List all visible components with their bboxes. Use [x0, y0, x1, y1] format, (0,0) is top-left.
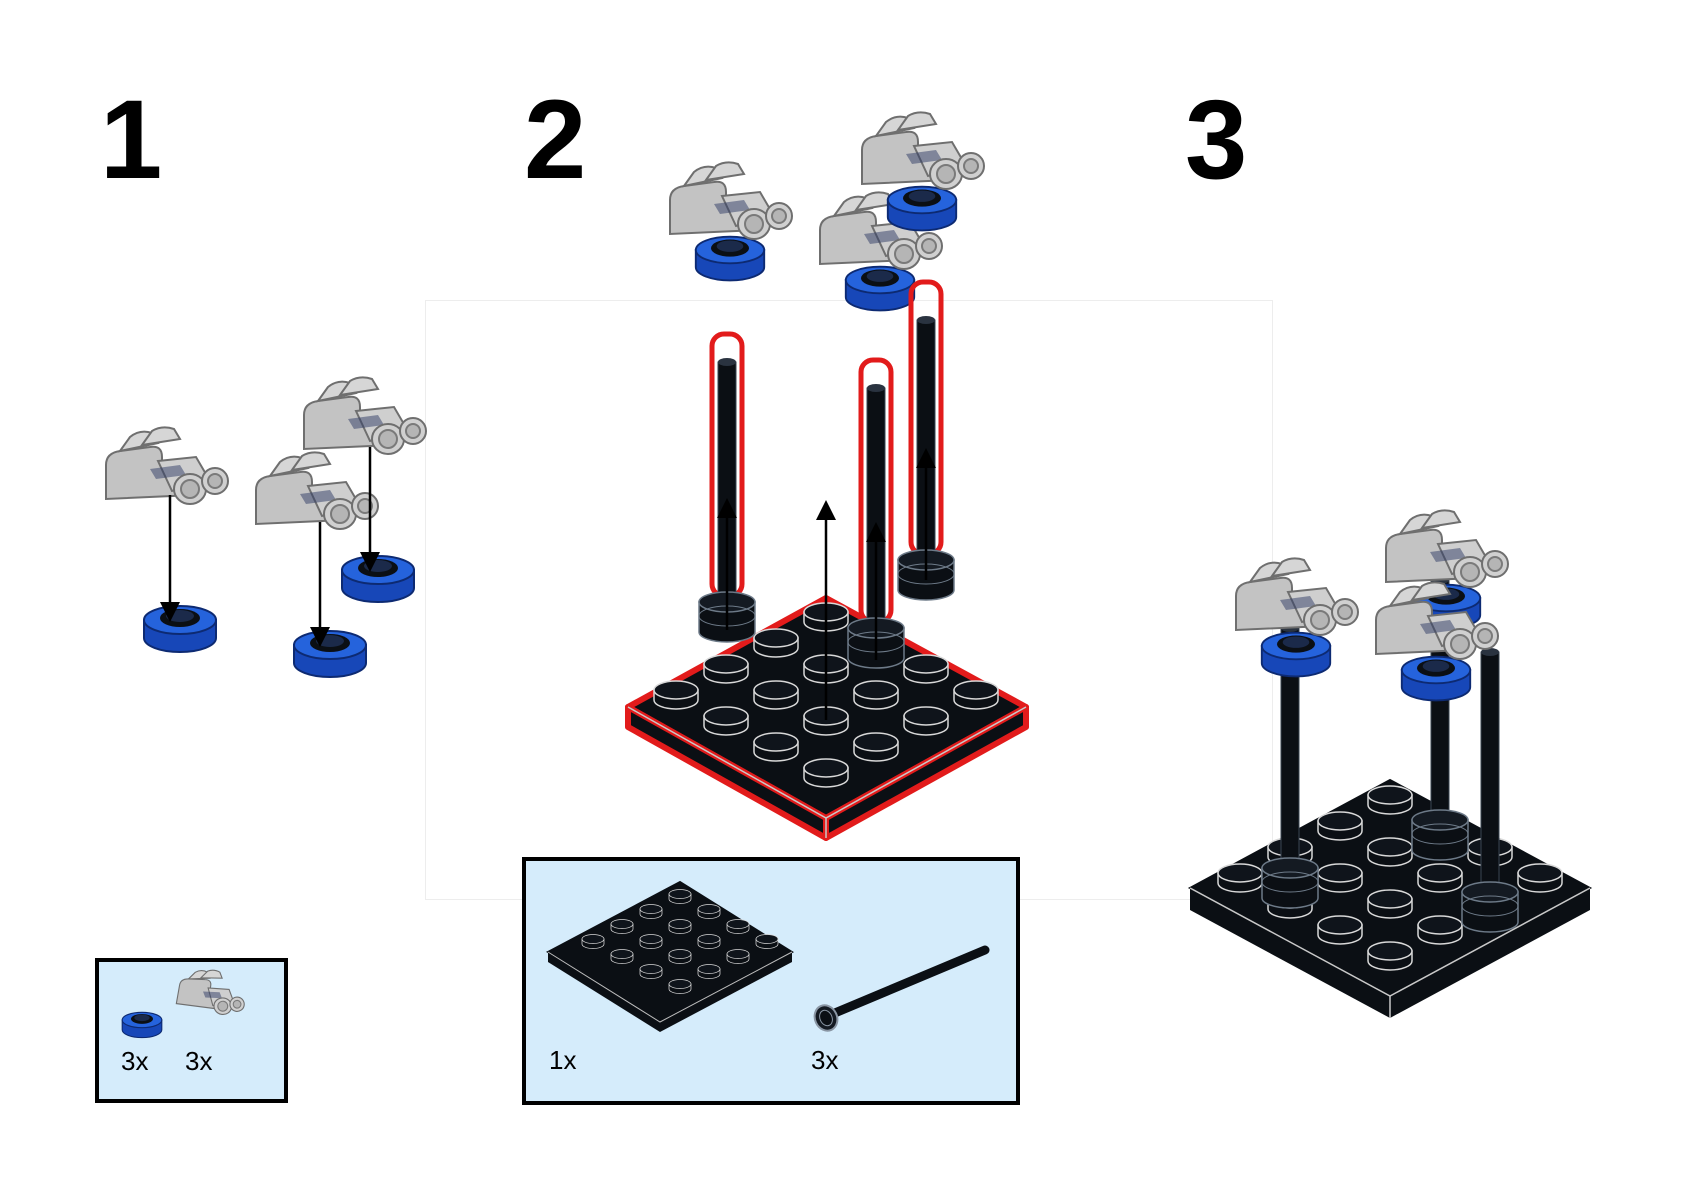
step-2-parts-list: 1x 3x [522, 857, 1020, 1105]
final-antenna-2 [1411, 575, 1469, 861]
binocular-unit-3 [862, 112, 984, 230]
round-plate-2 [293, 630, 367, 678]
step-2-number: 2 [524, 77, 587, 202]
step2-background-frame [425, 300, 1273, 900]
step-1-assembly [105, 376, 427, 678]
binoculars-quantity: 3x [185, 1046, 213, 1076]
plate-quantity: 1x [549, 1045, 577, 1075]
binoculars-3 [303, 376, 427, 455]
final-binocular-unit-3 [1376, 582, 1498, 700]
step-1-number: 1 [100, 77, 163, 202]
binocular-unit-2 [820, 192, 942, 310]
final-binocular-unit-2 [1386, 510, 1508, 628]
binoculars-1 [105, 426, 229, 505]
round-plate-quantity: 3x [121, 1046, 149, 1076]
step-1-parts-list: 3x 3x [95, 958, 288, 1103]
round-plate-1 [143, 605, 217, 653]
antenna-quantity: 3x [811, 1045, 839, 1075]
binoculars-2 [255, 451, 379, 530]
binocular-unit-1 [670, 162, 792, 280]
final-antenna-3 [1461, 647, 1519, 933]
round-plate-3 [341, 555, 415, 603]
step-3-number: 3 [1185, 77, 1248, 202]
